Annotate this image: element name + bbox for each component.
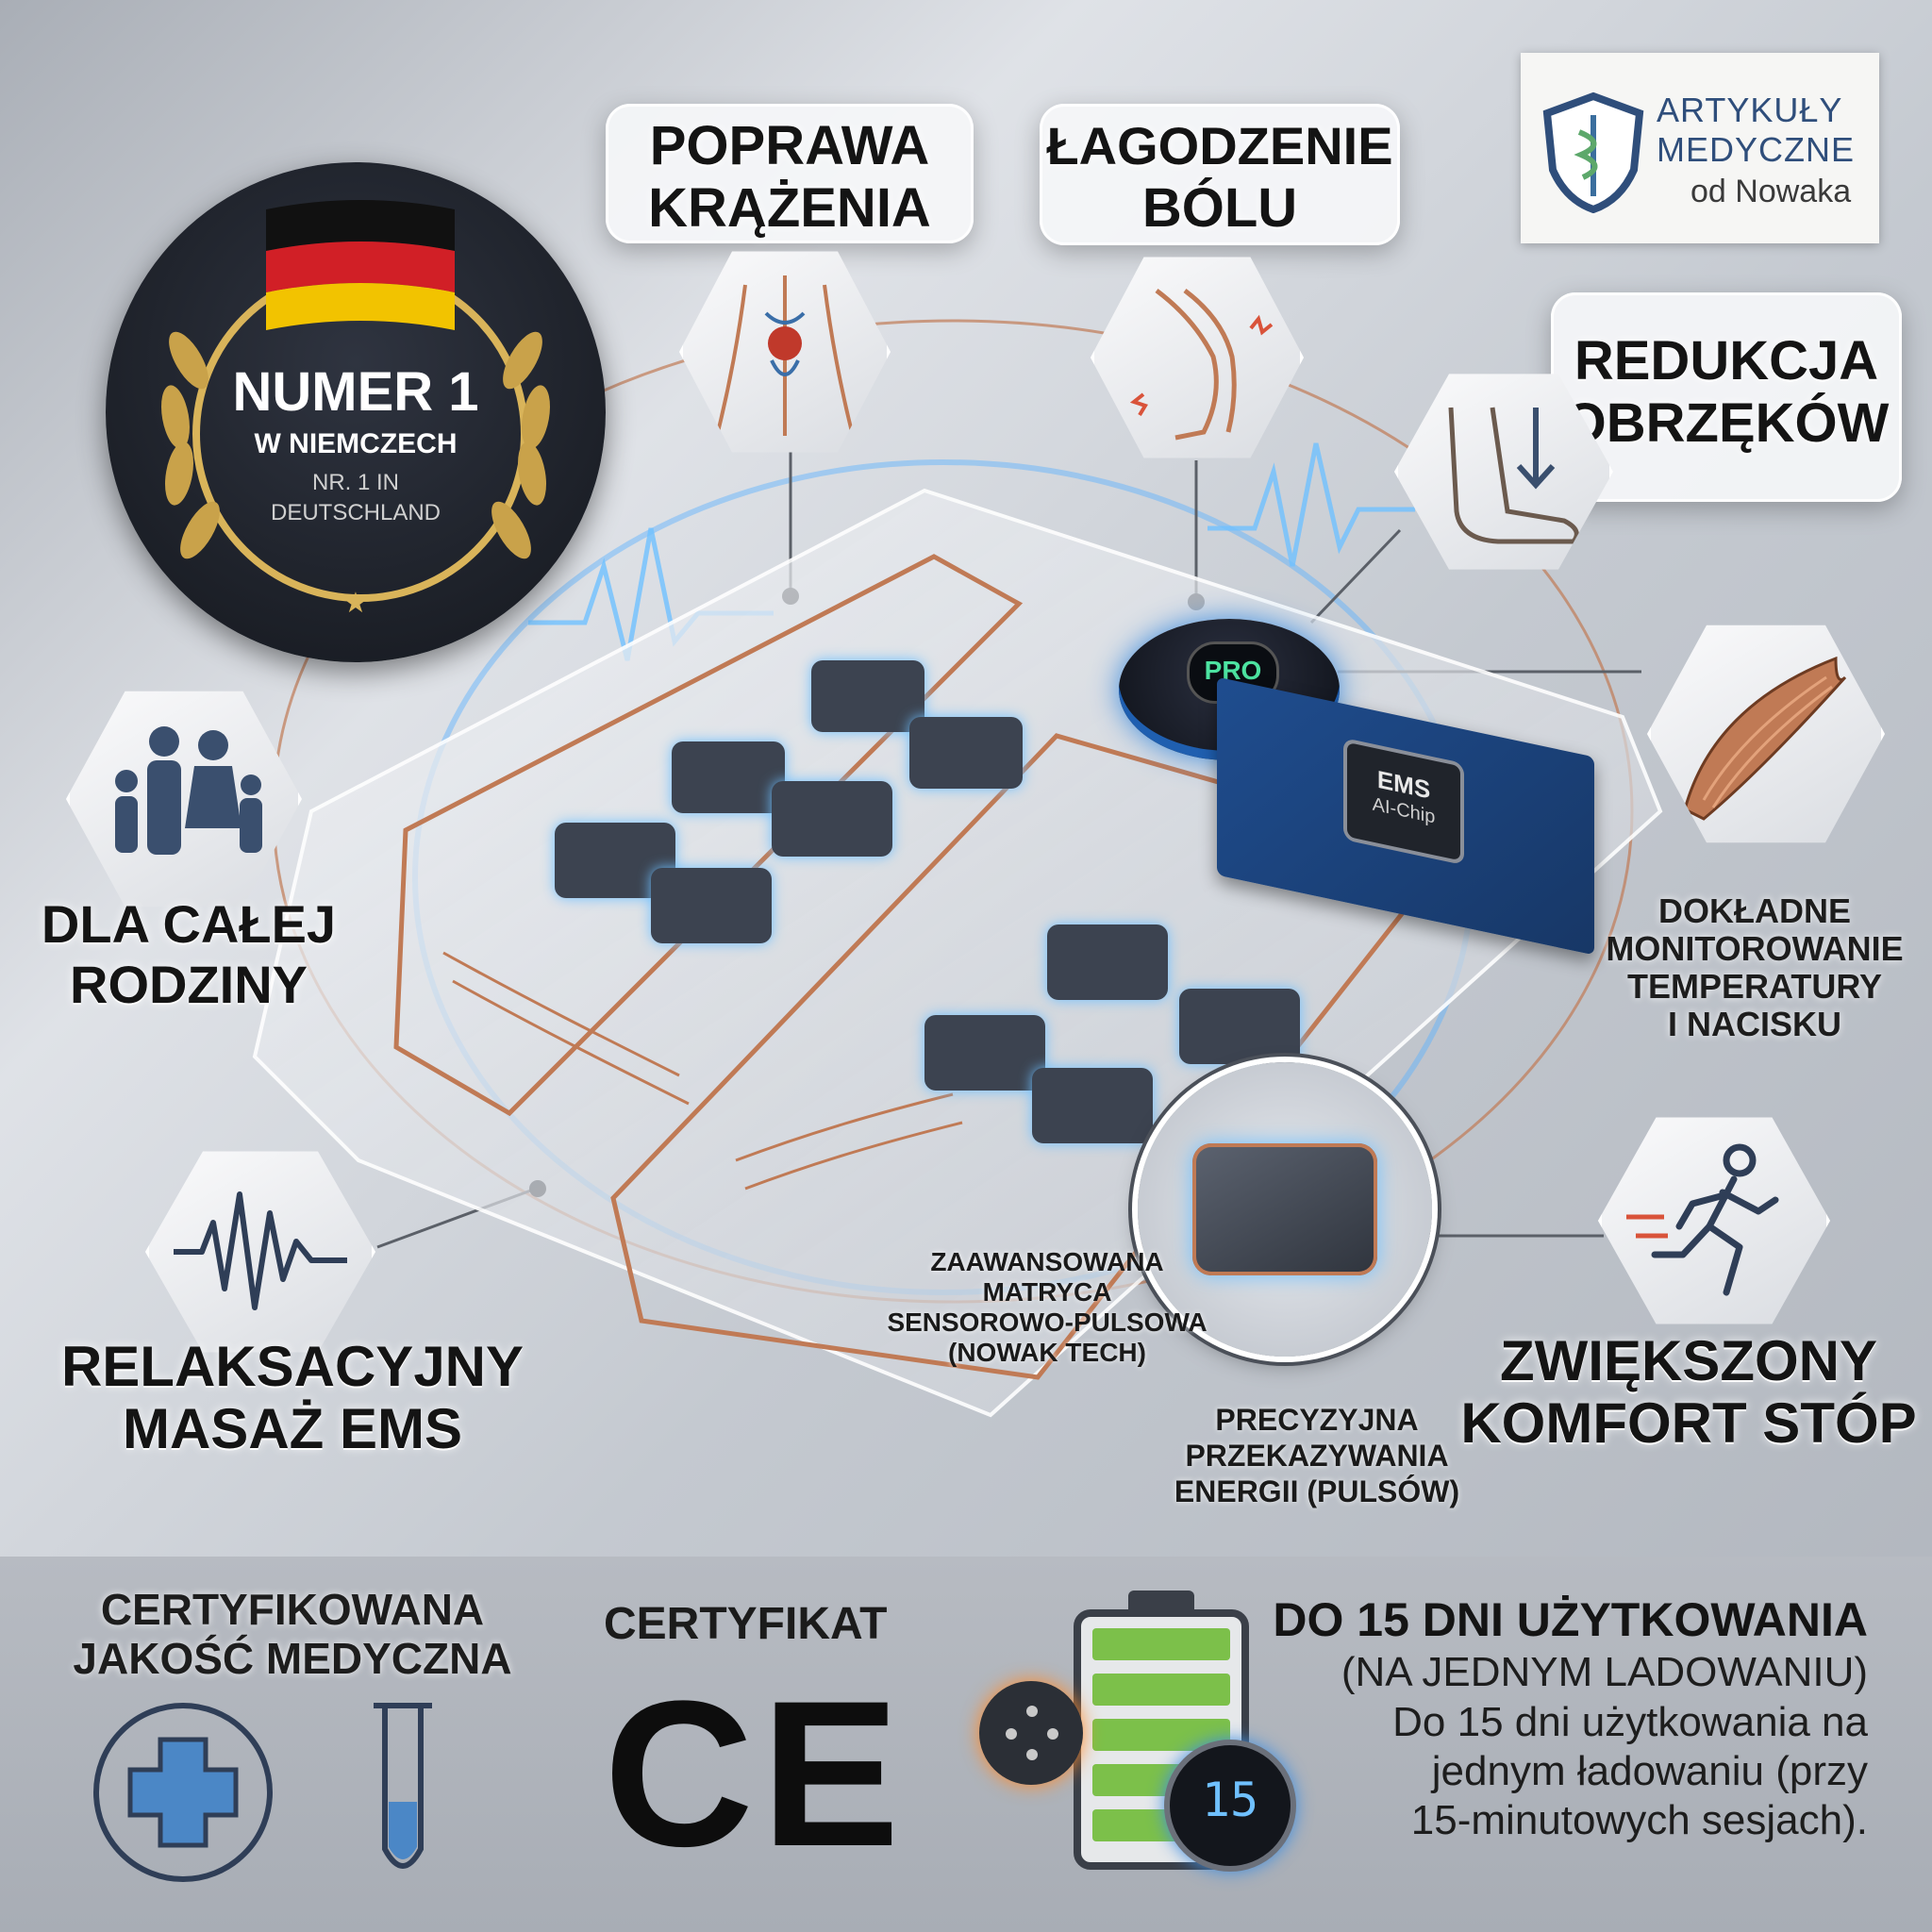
brand-logo[interactable]: ARTYKUŁY MEDYCZNE od Nowaka bbox=[1521, 53, 1879, 243]
battery-desc-line-3: 15-minutowych sesjach). bbox=[1410, 1797, 1868, 1843]
energy-caption-line-3: ENERGII (PULSÓW) bbox=[1174, 1474, 1460, 1508]
quality-line-2: JAKOŚĆ MEDYCZNA bbox=[73, 1634, 512, 1683]
sensor-pad bbox=[772, 781, 892, 857]
sensor-pad bbox=[672, 741, 785, 813]
benefit-family-text: DLA CAŁEJ RODZINY bbox=[19, 894, 358, 1015]
benefit-circulation-line-2: KRĄŻENIA bbox=[648, 177, 931, 239]
family-icon bbox=[115, 726, 262, 855]
badge-note-line-2: DEUTSCHLAND bbox=[270, 500, 441, 525]
benefit-family-line-2: RODZINY bbox=[70, 955, 308, 1014]
knee-pain-icon bbox=[1129, 289, 1274, 441]
ce-mark: CE bbox=[604, 1657, 908, 1890]
benefit-monitoring-text: DOKŁADNE MONITOROWANIE TEMPERATURY I NAC… bbox=[1594, 892, 1915, 1043]
badge-subtitle: W NIEMCZECH bbox=[254, 428, 458, 459]
benefit-massage-line-2: MASAŻ EMS bbox=[123, 1397, 462, 1460]
sensor-pad bbox=[651, 868, 772, 943]
badge-note-line-1: NR. 1 IN bbox=[311, 470, 399, 495]
logo-line-3: od Nowaka bbox=[1690, 174, 1852, 209]
benefit-circulation-line-1: POPRAWA bbox=[649, 115, 930, 176]
foot-swelling-icon bbox=[1448, 407, 1579, 544]
badge-title: NUMER 1 bbox=[232, 361, 479, 423]
benefit-pain-line-2: BÓLU bbox=[1141, 177, 1298, 239]
logo-line-1: ARTYKUŁY bbox=[1657, 91, 1843, 129]
plug-pin bbox=[1026, 1706, 1038, 1717]
sensor-pad bbox=[1179, 989, 1300, 1064]
benefit-monitoring-line-1: DOKŁADNE bbox=[1658, 891, 1851, 930]
caduceus-shield-icon bbox=[1542, 92, 1644, 213]
benefit-pain-line-1: ŁAGODZENIE bbox=[1046, 116, 1393, 175]
quality-line-1: CERTYFIKOWANA bbox=[100, 1585, 485, 1634]
matrix-caption-line-3: SENSOROWO-PULSOWA bbox=[887, 1307, 1208, 1337]
matrix-caption-line-2: MATRYCA bbox=[982, 1277, 1112, 1307]
sensor-pad bbox=[811, 660, 924, 732]
logo-line-2: MEDYCZNE bbox=[1657, 130, 1856, 169]
matrix-caption-line-1: ZAAWANSOWANA bbox=[930, 1247, 1164, 1276]
laurel-wreath-icon bbox=[161, 331, 550, 559]
battery-desc-line-2: jednym ładowaniu (przy bbox=[1431, 1748, 1868, 1794]
certificate-label: CERTYFIKAT bbox=[604, 1599, 888, 1649]
energy-caption-line-2: PRZEKAZYWANIA bbox=[1185, 1439, 1449, 1473]
plug-pin bbox=[1026, 1749, 1038, 1760]
charger-plug-icon bbox=[979, 1681, 1083, 1785]
timer-display: 15 bbox=[1164, 1740, 1296, 1872]
runner-icon bbox=[1626, 1143, 1779, 1296]
footer-band bbox=[0, 1557, 1932, 1932]
medical-cross-icon bbox=[93, 1703, 273, 1882]
battery-desc-line-1: Do 15 dni użytkowania na bbox=[1392, 1699, 1868, 1745]
benefit-comfort-text: ZWIĘKSZONY KOMFORT STÓP bbox=[1453, 1330, 1924, 1455]
benefit-monitoring-hex bbox=[1647, 625, 1885, 843]
quality-section: CERTYFIKOWANA JAKOŚĆ MEDYCZNA bbox=[66, 1585, 519, 1683]
plug-pin bbox=[1047, 1728, 1058, 1740]
benefit-swelling-line-1: REDUKCJA bbox=[1574, 330, 1879, 391]
energy-caption-line-1: PRECYZYJNA bbox=[1215, 1403, 1419, 1437]
benefit-massage-text: RELAKSACYJNY MASAŻ EMS bbox=[57, 1336, 528, 1460]
benefit-monitoring-line-4: I NACISKU bbox=[1667, 1005, 1841, 1043]
muscle-icon bbox=[1683, 656, 1847, 821]
benefit-family-hex bbox=[66, 691, 302, 908]
benefit-monitoring-line-3: TEMPERATURY bbox=[1627, 967, 1882, 1006]
benefit-monitoring-line-2: MONITOROWANIE bbox=[1606, 929, 1904, 968]
german-flag-icon bbox=[266, 200, 455, 330]
badge-star-icon: ★ bbox=[342, 588, 369, 619]
timer-value: 15 bbox=[1201, 1773, 1259, 1827]
matrix-caption: ZAAWANSOWANA MATRYCA SENSOROWO-PULSOWA (… bbox=[811, 1247, 1283, 1368]
plug-pin bbox=[1006, 1728, 1017, 1740]
benefit-circulation-panel: POPRAWA KRĄŻENIA bbox=[606, 104, 974, 243]
battery-title: DO 15 DNI UŻYTKOWANIA bbox=[1273, 1593, 1868, 1646]
battery-cap bbox=[1128, 1591, 1194, 1609]
magnified-pad bbox=[1192, 1143, 1377, 1275]
battery-cell bbox=[1092, 1674, 1230, 1706]
benefit-pain-panel: ŁAGODZENIE BÓLU bbox=[1040, 104, 1400, 245]
sensor-pad bbox=[1032, 1068, 1153, 1143]
benefit-massage-line-1: RELAKSACYJNY bbox=[60, 1335, 525, 1398]
benefit-comfort-line-2: KOMFORT STÓP bbox=[1460, 1391, 1917, 1455]
pulse-pad-magnifier bbox=[1138, 1062, 1432, 1357]
battery-text: DO 15 DNI UŻYTKOWANIA (NA JEDNYM LADOWAN… bbox=[1264, 1592, 1868, 1845]
circulation-icon bbox=[715, 275, 855, 437]
sensor-pad bbox=[1047, 924, 1168, 1000]
battery-cell bbox=[1092, 1628, 1230, 1660]
sensor-pad bbox=[909, 717, 1023, 789]
benefit-comfort-hex bbox=[1598, 1117, 1830, 1324]
test-tube-icon bbox=[374, 1703, 432, 1869]
battery-subtitle: (NA JEDNYM LADOWANIU) bbox=[1341, 1649, 1868, 1695]
benefit-comfort-line-1: ZWIĘKSZONY bbox=[1500, 1329, 1877, 1392]
wave-icon bbox=[174, 1191, 347, 1310]
benefit-family-line-1: DLA CAŁEJ bbox=[41, 894, 337, 954]
benefit-swelling-line-2: OBRZĘKÓW bbox=[1563, 392, 1890, 454]
energy-caption: PRECYZYJNA PRZEKAZYWANIA ENERGII (PULSÓW… bbox=[1166, 1402, 1468, 1509]
matrix-caption-line-4: (NOWAK TECH) bbox=[948, 1338, 1146, 1367]
sensor-pad bbox=[924, 1015, 1045, 1091]
number-one-badge: NUMER 1 W NIEMCZECH NR. 1 IN DEUTSCHLAND… bbox=[106, 162, 606, 662]
ai-chip: EMS AI-Chip bbox=[1347, 741, 1460, 861]
